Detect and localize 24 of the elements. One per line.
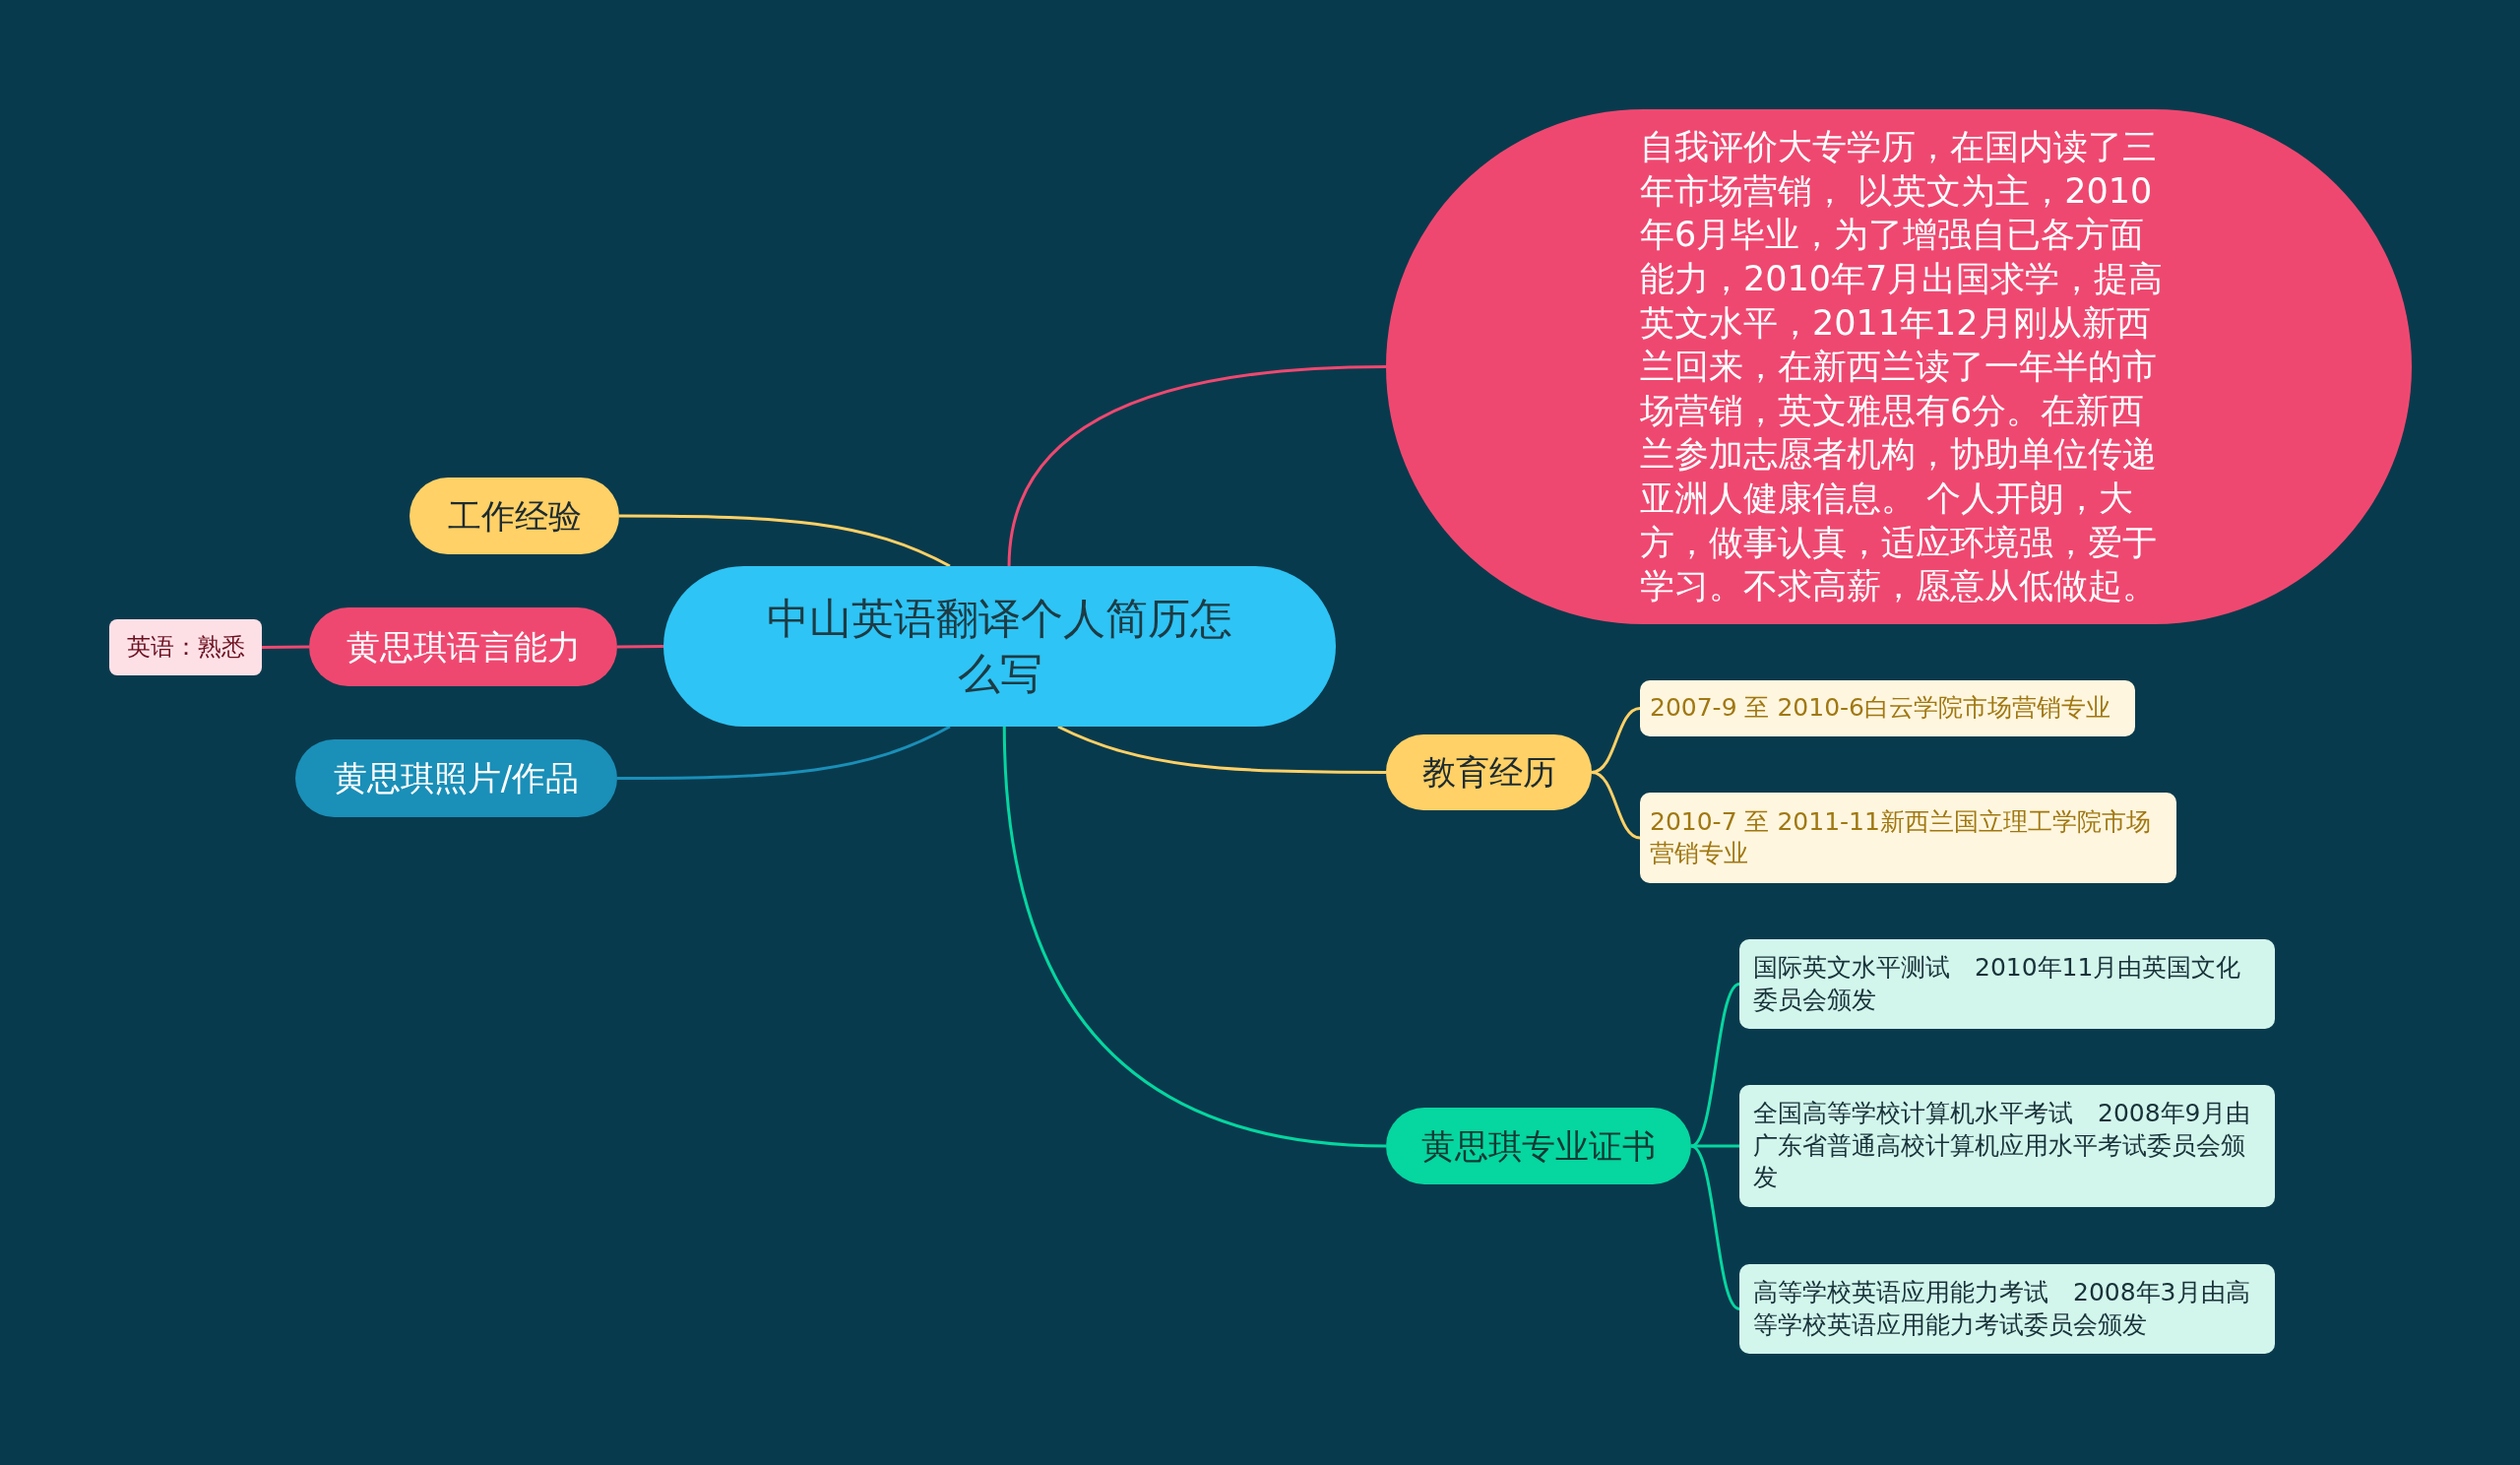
connector-line xyxy=(619,514,951,568)
connector-line xyxy=(617,645,663,649)
detail-box: 2010-7 至 2011-11新西兰国立理工学院市场营销专业 xyxy=(1640,793,2176,883)
connector-line xyxy=(262,645,309,649)
connector-line xyxy=(1690,983,1740,1148)
topic-pill: 黄思琪照片/作品 xyxy=(295,739,617,817)
central-topic-pill: 中山英语翻译个人简历怎么写 xyxy=(663,566,1336,727)
connector-line xyxy=(1691,1144,1739,1148)
topic-pill: 教育经历 xyxy=(1386,734,1592,810)
detail-box: 英语：熟悉 xyxy=(109,619,262,675)
detail-box: 全国高等学校计算机水平考试 2008年9月由广东省普通高校计算机应用水平考试委员会颁发 xyxy=(1739,1085,2275,1207)
connector-line xyxy=(1002,726,1387,1148)
description-bubble: 自我评价大专学历，在国内读了三年市场营销， 以英文为主，2010年6月毕业，为了增强自已各方面能力，2010年7月出国求学，提高英文水平，2011年12月刚从新西兰回来，在新西兰读了一年半的市场营销，英文雅思有6分。在新西兰参加志愿者机构，协助单位传递亚洲人健康信息。 个人开朗，大方，做事认真，适应环境强，爱于学习。不求高薪，愿意从低做起。 xyxy=(1386,109,2412,624)
topic-pill: 工作经验 xyxy=(410,478,619,554)
detail-box: 国际英文水平测试 2010年11月由英国文化委员会颁发 xyxy=(1739,939,2275,1029)
topic-pill: 黄思琪专业证书 xyxy=(1386,1108,1691,1184)
detail-box: 高等学校英语应用能力考试 2008年3月由高等学校英语应用能力考试委员会颁发 xyxy=(1739,1264,2275,1354)
connector-line xyxy=(1690,1144,1740,1310)
topic-pill: 黄思琪语言能力 xyxy=(309,607,617,686)
connector-line xyxy=(617,725,951,780)
connector-line xyxy=(1057,725,1386,774)
connector-line xyxy=(1007,365,1387,567)
connector-line xyxy=(1591,771,1641,840)
detail-box: 2007-9 至 2010-6白云学院市场营销专业 xyxy=(1640,680,2135,736)
